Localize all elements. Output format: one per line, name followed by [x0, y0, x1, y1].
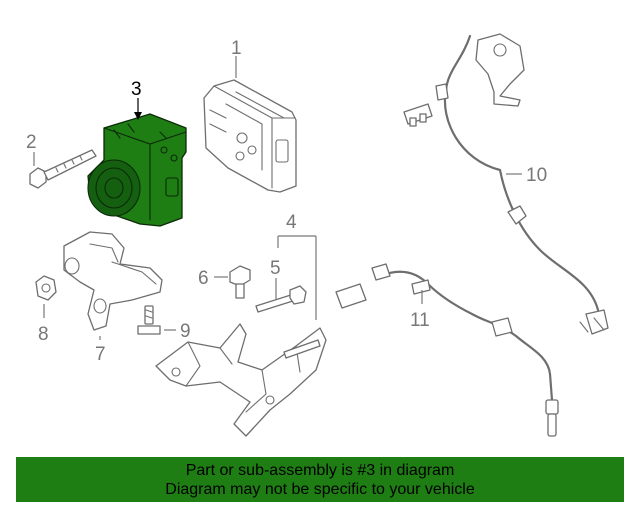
callout-5[interactable]: 5	[270, 258, 281, 279]
part-10-wheel-speed-sensor[interactable]	[403, 33, 609, 335]
part-2-bolt[interactable]	[29, 149, 97, 189]
part-4-mounting-bracket[interactable]	[155, 323, 327, 437]
banner-line-2: Diagram may not be specific to your vehi…	[165, 481, 475, 498]
info-banner: Part or sub-assembly is #3 in diagram Di…	[16, 457, 624, 502]
callout-9[interactable]: 9	[180, 321, 191, 342]
part-9-bolt[interactable]	[137, 305, 161, 335]
callout-2[interactable]: 2	[26, 132, 37, 153]
callout-4[interactable]: 4	[286, 212, 297, 233]
callout-11[interactable]: 11	[410, 310, 430, 331]
part-7-bracket[interactable]	[63, 231, 163, 331]
leader-4	[277, 235, 317, 320]
callout-7[interactable]: 7	[95, 344, 106, 365]
banner-line-1: Part or sub-assembly is #3 in diagram	[185, 462, 455, 479]
part-1-abs-hydraulic-unit[interactable]	[203, 79, 297, 193]
callout-3[interactable]: 3	[131, 79, 142, 100]
part-3-abs-control-module[interactable]	[87, 113, 187, 227]
part-8-nut[interactable]	[35, 275, 57, 301]
callout-1[interactable]: 1	[231, 38, 242, 59]
part-5-bolt[interactable]	[255, 285, 307, 313]
part-6-bolt[interactable]	[229, 265, 251, 299]
callout-6[interactable]: 6	[198, 268, 209, 289]
callout-10[interactable]: 10	[526, 165, 547, 186]
callout-8[interactable]: 8	[38, 324, 49, 345]
parts-diagram: 1 3 2 7 8	[26, 33, 609, 437]
arrow-3	[134, 112, 142, 120]
part-11-rear-sensor[interactable]	[335, 263, 559, 437]
